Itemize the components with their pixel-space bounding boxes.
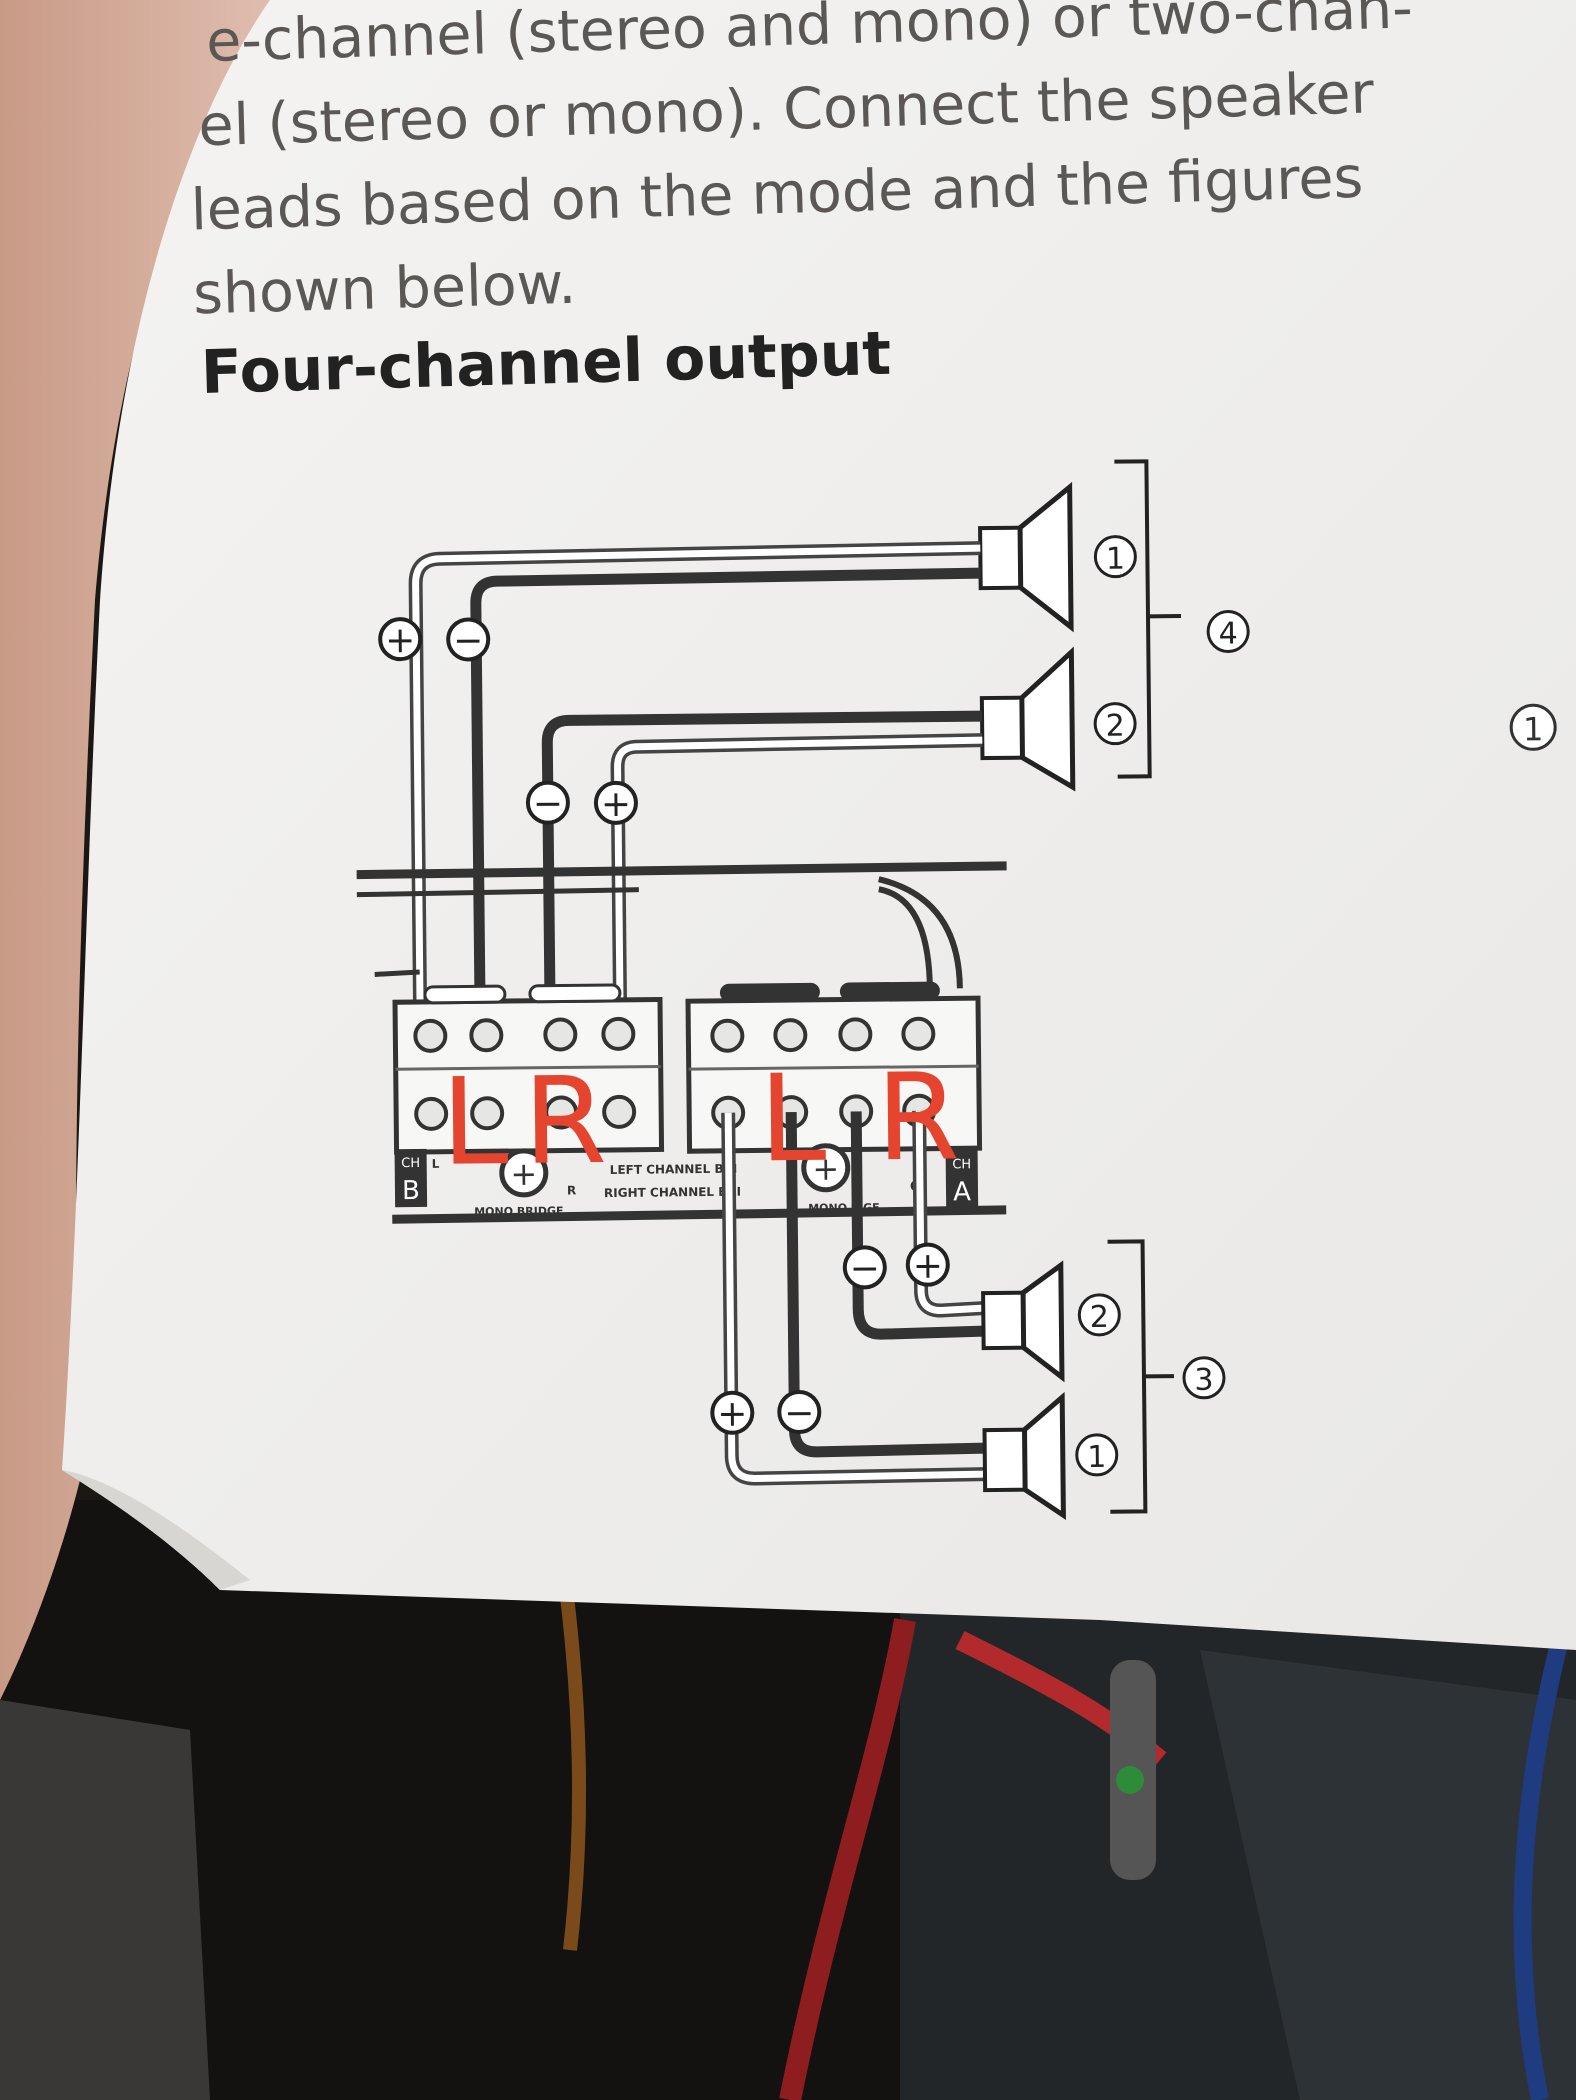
svg-text:1: 1 (1106, 542, 1125, 577)
svg-text:+: + (510, 1155, 537, 1193)
minus-sign: − (453, 620, 484, 661)
svg-text:−: − (784, 1393, 815, 1434)
speaker-icon (982, 1391, 1066, 1520)
right-bridge-label: RIGHT CHANNEL BRI (604, 1185, 741, 1200)
callout-margin: 1 (1509, 703, 1557, 751)
mono-bridge-label: MONO BRIDGE (474, 1204, 563, 1218)
handwritten-overlay: L R L R (441, 1048, 961, 1192)
svg-text:1: 1 (1087, 1440, 1106, 1475)
svg-text:3: 3 (1194, 1363, 1213, 1398)
speaker-icon (978, 481, 1074, 633)
plus-mark: + (905, 1242, 950, 1287)
svg-text:4: 4 (1218, 616, 1237, 651)
svg-text:+: + (812, 1150, 839, 1188)
plus-mark: + (593, 780, 638, 825)
svg-text:−: − (850, 1248, 881, 1289)
mono-bridge-label: MONO B GE (808, 1201, 880, 1215)
overlay-r: R (876, 1048, 961, 1188)
svg-text:+: + (717, 1394, 748, 1435)
plus-mark: + (710, 1390, 755, 1435)
ch-a-label: A (953, 1177, 971, 1207)
callout-3: 3 (1182, 1356, 1226, 1400)
l-mark: L (432, 1157, 440, 1171)
overlay-l: L (441, 1053, 509, 1193)
minus-mark: − (842, 1245, 887, 1289)
r-mark: R (567, 1183, 576, 1197)
svg-text:1: 1 (1523, 710, 1544, 748)
minus-mark: − (446, 617, 491, 662)
callout-4: 4 (1206, 609, 1250, 653)
ch-label: CH (401, 1156, 420, 1171)
callout-2: 2 (1077, 1293, 1121, 1337)
overlay-l: L (759, 1050, 827, 1190)
left-bridge-label: LEFT CHANNEL BRI (610, 1162, 738, 1177)
plus-mark: + (378, 617, 423, 661)
overlay-r: R (523, 1052, 608, 1192)
minus-mark: − (777, 1390, 822, 1434)
plus-sign: + (385, 620, 416, 661)
terminal-screws (413, 1016, 937, 1131)
svg-text:2: 2 (1105, 709, 1124, 744)
minus-sign: − (533, 783, 564, 824)
plus-sign: + (601, 784, 632, 825)
speaker-icon (979, 646, 1076, 792)
bridge-switch: + (801, 1143, 851, 1193)
svg-text:+: + (912, 1246, 943, 1287)
bridge-switch: + (499, 1148, 549, 1198)
minus-mark: − (525, 780, 570, 825)
ch-label: CH (952, 1157, 971, 1172)
ch-b-label: B (402, 1176, 420, 1206)
callout-2: 2 (1093, 702, 1137, 746)
speaker-icon (981, 1260, 1065, 1383)
callout-1: 1 (1093, 535, 1137, 579)
svg-text:2: 2 (1090, 1300, 1109, 1335)
callout-1: 1 (1075, 1433, 1119, 1477)
